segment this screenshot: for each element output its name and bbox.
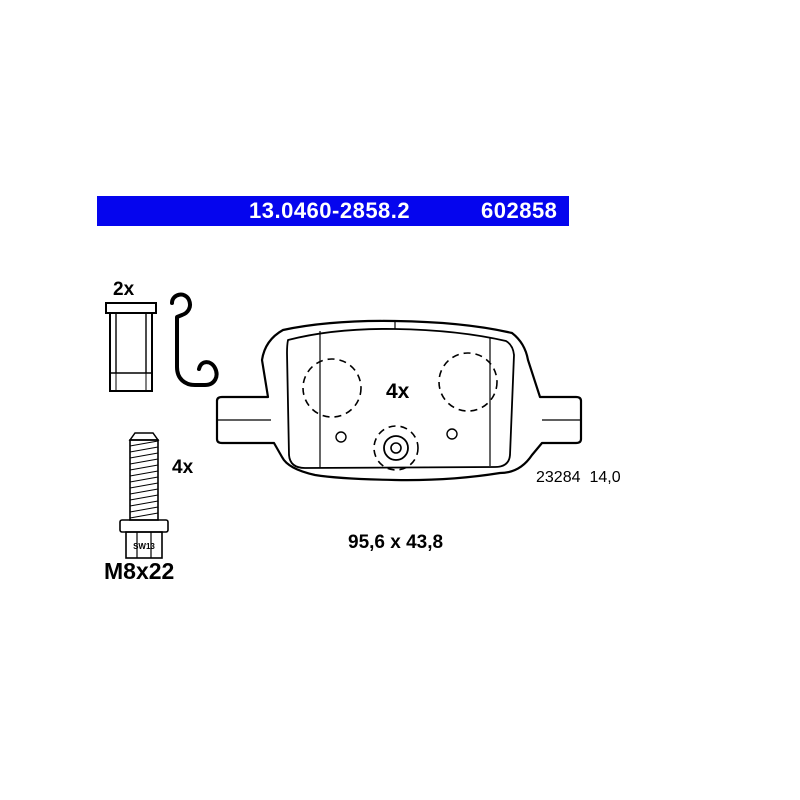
bolt-quantity-label: 4x	[172, 457, 194, 478]
bolt-head-size-label: SW13	[133, 542, 155, 551]
backing-plate-outline	[215, 319, 583, 482]
short-code: 602858	[481, 198, 558, 223]
thread-hatching	[129, 440, 159, 519]
drawing-ref: 23284	[536, 469, 581, 486]
guide-sleeve-icon	[105, 302, 157, 392]
pad-reference: 23284 14,0	[536, 469, 621, 487]
pad-quantity-label: 4x	[386, 380, 410, 403]
pad-dimensions-label: 95,6 x 43,8	[348, 532, 444, 553]
brake-pad-drawing	[215, 319, 583, 482]
spring-clip-icon	[170, 292, 219, 387]
sleeve-quantity-label: 2x	[113, 279, 135, 300]
friction-material	[286, 328, 515, 469]
header-bar: 13.0460-2858.2 602858	[97, 196, 569, 226]
bolt-icon: SW13	[119, 432, 169, 559]
pad-thickness: 14,0	[589, 469, 621, 486]
part-number: 13.0460-2858.2	[249, 198, 411, 223]
bolt-size-label: M8x22	[104, 558, 175, 584]
